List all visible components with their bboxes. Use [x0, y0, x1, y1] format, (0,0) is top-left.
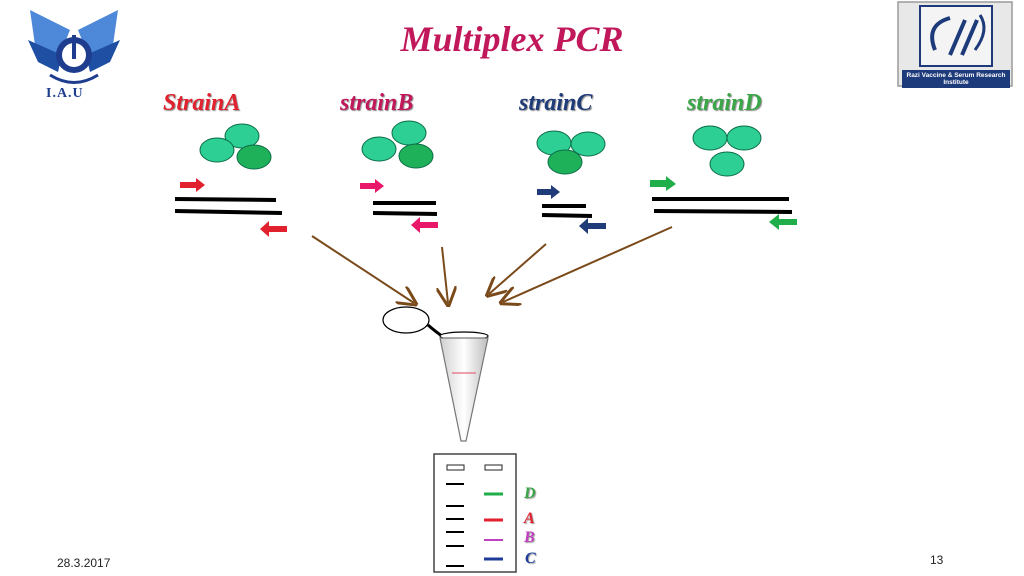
gel: [433, 453, 517, 573]
lane-label-b: B: [524, 529, 535, 546]
strain-b-dna: [372, 201, 438, 216]
strain-d-forward-primer: [650, 176, 676, 191]
page-number: 13: [930, 553, 944, 567]
lane-label-d: D: [524, 485, 536, 502]
razi-logo-text: Razi Vaccine & Serum Research Institute: [902, 70, 1010, 88]
lane-label-c: C: [525, 550, 536, 567]
strain-b-cells: [361, 120, 434, 169]
strain-d-reverse-primer: [769, 214, 797, 230]
strain-d-label: strainD: [687, 90, 762, 116]
pcr-tube: [382, 306, 489, 442]
strain-b-forward-primer: [360, 179, 384, 193]
ladder-bands: [446, 483, 464, 567]
flow-arrows: [311, 226, 673, 303]
strain-c-label: strainC: [519, 90, 593, 116]
strain-a-reverse-primer: [260, 221, 287, 237]
strain-c-forward-primer: [537, 185, 560, 199]
strain-a-label: StrainA: [163, 90, 241, 116]
footer-date: 28.3.2017: [57, 556, 111, 570]
strain-b-label: strainB: [340, 90, 414, 116]
strain-d-cells: [692, 125, 762, 177]
iau-logo: [28, 10, 120, 84]
strain-a-cells: [199, 123, 272, 170]
lane-label-a: A: [524, 510, 535, 527]
strain-c-cells: [536, 130, 606, 175]
page-title: Multiplex PCR: [400, 19, 624, 59]
strain-c-reverse-primer: [579, 218, 606, 234]
strain-d-dna: [652, 197, 793, 214]
strain-a-dna: [174, 197, 283, 215]
strain-b-reverse-primer: [411, 217, 438, 233]
strain-a-forward-primer: [180, 178, 205, 192]
strain-c-dna: [541, 204, 593, 218]
iau-logo-text: I.A.U: [46, 86, 84, 101]
